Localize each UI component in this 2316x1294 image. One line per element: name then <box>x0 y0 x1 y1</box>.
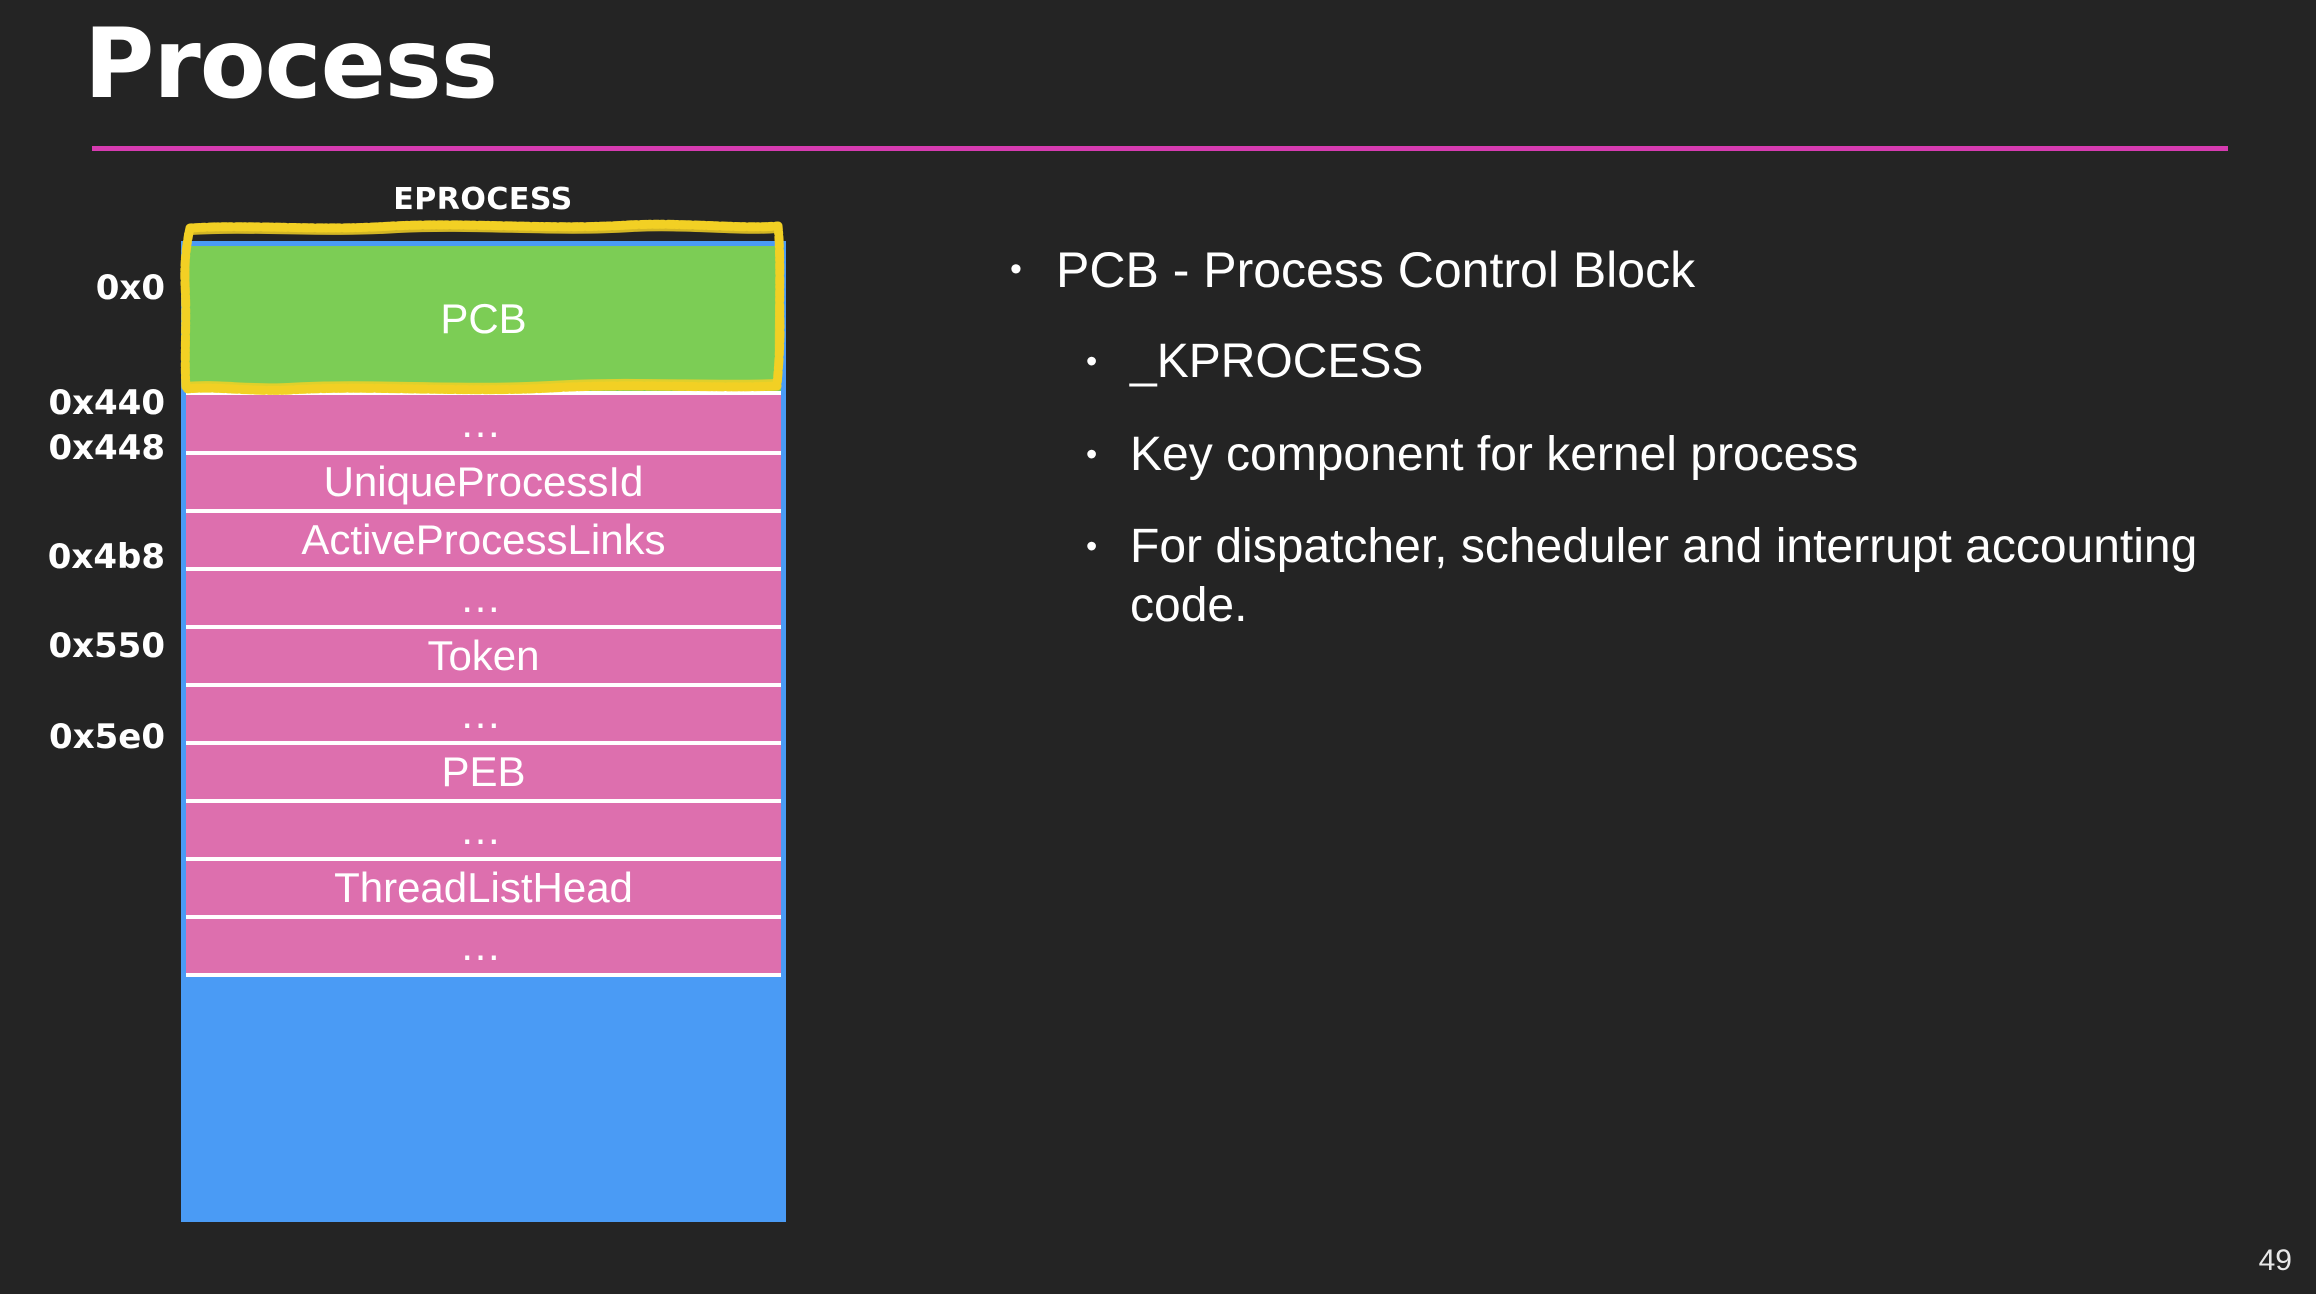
bullet-dot-icon: • <box>1086 435 1098 472</box>
bullet-text: _KPROCESS <box>1130 335 1424 388</box>
memory-segment: Token <box>186 629 781 687</box>
memory-segment-label: PCB <box>440 294 527 342</box>
bullet-item: • Key component for kernel process <box>1086 426 2280 485</box>
bullet-item: • For dispatcher, scheduler and interrupt… <box>1086 518 2280 635</box>
bullet-item: • _KPROCESS <box>1086 333 2280 392</box>
memory-segment-label: … <box>459 399 508 446</box>
page-title: Process <box>84 8 498 120</box>
memory-segment: ActiveProcessLinks <box>186 513 781 571</box>
memory-offset-label: 0x0 <box>95 268 165 308</box>
memory-segment: ThreadListHead <box>186 861 781 919</box>
bullet-dot-icon: • <box>1086 528 1098 565</box>
bullet-text: PCB - Process Control Block <box>1056 242 1696 298</box>
bullet-text: Key component for kernel process <box>1130 427 1859 481</box>
memory-offset-label: 0x448 <box>48 428 165 468</box>
bullet-list: • PCB - Process Control Block • _KPROCESS • K… <box>1010 240 2280 669</box>
memory-segment-label: … <box>459 690 508 737</box>
memory-offset-label: 0x4b8 <box>47 537 165 577</box>
page-number: 49 <box>2258 1244 2292 1277</box>
memory-segment-label: … <box>459 922 508 969</box>
memory-segment: UniqueProcessId <box>186 455 781 513</box>
memory-segment-label: ThreadListHead <box>334 864 633 911</box>
bullet-text: For dispatcher, scheduler and interrupt … <box>1130 520 2198 632</box>
memory-segment-label: Token <box>427 632 540 679</box>
memory-offset-label: 0x440 <box>48 383 165 423</box>
memory-segment: … <box>186 571 781 629</box>
memory-segment-label: UniqueProcessId <box>323 458 644 505</box>
memory-segment: … <box>186 395 781 455</box>
memory-segment: PCB <box>186 246 781 395</box>
memory-segment: … <box>186 919 781 977</box>
bullet-item: • PCB - Process Control Block <box>1010 240 2280 301</box>
bullet-dot-icon: • <box>1010 250 1022 288</box>
memory-segment-label: … <box>459 806 508 853</box>
eprocess-structure-label: EPROCESS <box>393 182 573 217</box>
title-divider <box>92 146 2228 151</box>
memory-segment-label: PEB <box>441 748 526 795</box>
memory-segment: PEB <box>186 745 781 803</box>
memory-offset-label: 0x550 <box>48 626 165 666</box>
memory-segment-label: ActiveProcessLinks <box>301 516 666 563</box>
memory-segment: … <box>186 803 781 861</box>
memory-offset-label: 0x5e0 <box>49 717 165 757</box>
memory-segment: … <box>186 687 781 745</box>
memory-segment-label: … <box>459 574 508 621</box>
bullet-dot-icon: • <box>1086 343 1098 379</box>
memory-segment <box>186 977 781 1217</box>
